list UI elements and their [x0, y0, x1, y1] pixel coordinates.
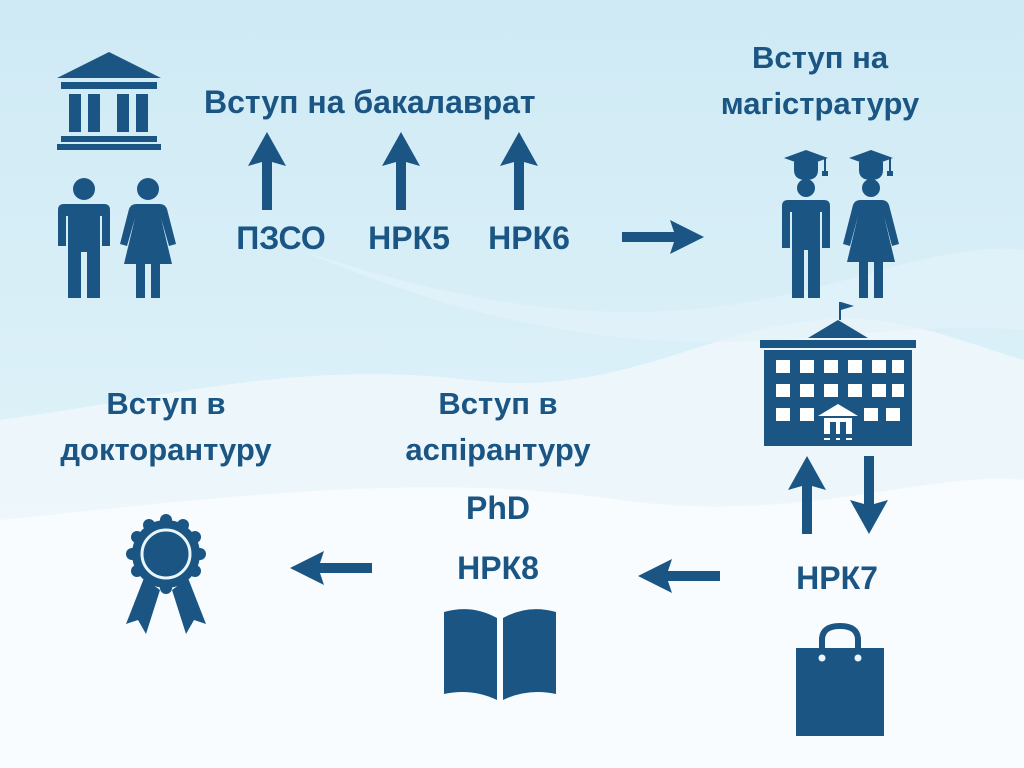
requirement-nrk5: НРК5	[368, 220, 450, 256]
award-rosette-icon	[126, 514, 206, 634]
arrow-down-icon	[850, 456, 888, 534]
doctorate-stage-title-line2: докторантуру	[60, 432, 272, 467]
open-book-icon	[444, 609, 556, 700]
woman-icon	[120, 178, 176, 298]
arrow-up-icon	[788, 456, 826, 534]
school-building-icon	[760, 302, 916, 446]
requirement-pzso: ПЗСО	[236, 220, 326, 256]
arrow-up-icon	[500, 132, 538, 210]
shopping-bag-icon	[796, 622, 884, 736]
requirement-nrk7: НРК7	[796, 560, 878, 596]
requirement-nrk6: НРК6	[488, 220, 570, 256]
requirement-nrk8: НРК8	[457, 550, 539, 586]
university-building-icon	[57, 52, 161, 150]
graduate-woman-icon	[843, 150, 899, 298]
arrow-up-icon	[248, 132, 286, 210]
aspirantura-stage-title-line2: аспірантуру	[405, 432, 591, 467]
arrow-right-icon	[622, 220, 704, 254]
arrow-left-icon	[638, 559, 720, 593]
arrow-left-icon	[290, 551, 372, 585]
requirement-phd: PhD	[466, 490, 530, 526]
graduate-man-icon	[782, 150, 830, 298]
arrow-up-icon	[382, 132, 420, 210]
master-stage-title-line1: Вступ на	[751, 40, 889, 75]
bachelor-stage-title: Вступ на бакалаврат	[204, 84, 536, 120]
aspirantura-stage-title-line1: Вступ в	[438, 386, 558, 421]
man-icon	[58, 178, 110, 298]
master-stage-title-line2: магістратуру	[720, 86, 920, 121]
doctorate-stage-title-line1: Вступ в	[106, 386, 226, 421]
